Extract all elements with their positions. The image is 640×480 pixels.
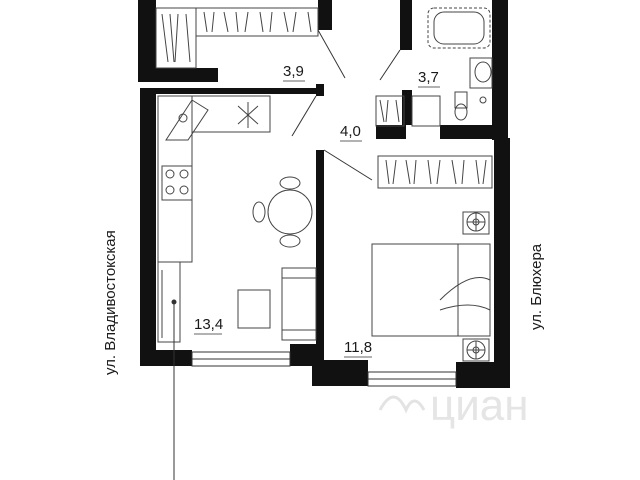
area-label-bathroom: 3,7 [418, 69, 439, 86]
area-labels: 3,9 3,7 4,0 13,4 11,8 [194, 63, 440, 358]
area-label-wardrobe: 3,9 [283, 63, 304, 80]
watermark-text: циан [430, 381, 529, 430]
door-line-kitchen [291, 95, 317, 137]
hall-wardrobe [375, 95, 441, 127]
door-line-bathroom [379, 49, 401, 81]
area-label-bedroom: 11,8 [344, 339, 372, 356]
watermark-logo-icon [378, 395, 426, 414]
walls [138, 0, 510, 388]
windows [191, 351, 457, 387]
area-label-hall: 4,0 [340, 123, 361, 140]
bathroom-fixtures [427, 7, 493, 121]
street-label-right: ул. Блюхера [528, 243, 545, 330]
door-line-bedroom [323, 149, 373, 181]
bed [371, 211, 491, 362]
dining-table [252, 176, 313, 248]
door-line-wardrobe [317, 29, 346, 79]
kitchen-fixtures [157, 95, 271, 343]
watermark: циан [378, 381, 529, 430]
living-furniture [237, 267, 317, 341]
bedroom-wardrobe [377, 155, 493, 189]
wardrobe-hatching [155, 7, 319, 69]
pointer-line [171, 299, 177, 480]
street-label-left: ул. Владивостокская [102, 230, 119, 375]
area-label-kitchen-living: 13,4 [194, 316, 223, 333]
